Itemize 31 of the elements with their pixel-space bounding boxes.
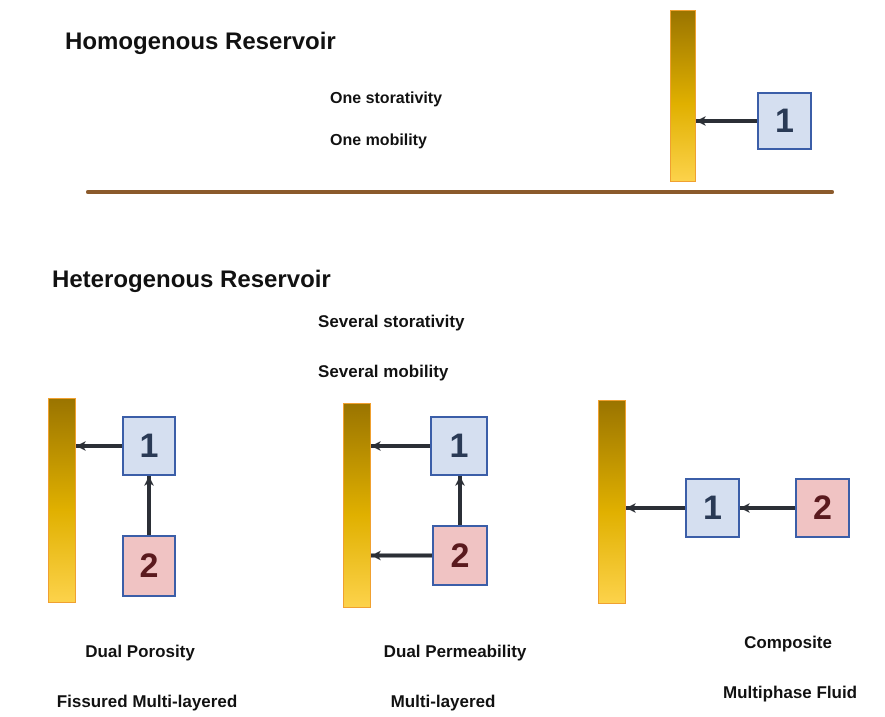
arrow	[740, 503, 795, 513]
arrow	[144, 476, 154, 535]
property-text: Several mobility	[318, 362, 448, 382]
model-caption: Dual Porosity	[85, 642, 195, 662]
medium-2-box: 2	[795, 478, 850, 538]
wellbore-bar	[48, 398, 76, 603]
arrow	[455, 476, 465, 525]
wellbore-bar	[598, 400, 626, 604]
medium-1-box: 1	[122, 416, 176, 476]
medium-1-box: 1	[430, 416, 488, 476]
model-caption: Dual Permeability	[384, 642, 526, 662]
wellbore-bar	[343, 403, 371, 608]
section-heading: Heterogenous Reservoir	[52, 266, 331, 294]
model-caption: Multiphase Fluid	[722, 683, 858, 703]
model-caption: Fissured Multi-layered	[56, 692, 238, 712]
model-caption: Multi-layered	[390, 692, 496, 712]
property-text: One storativity	[330, 90, 442, 108]
arrow	[371, 550, 432, 560]
arrow	[696, 116, 757, 126]
arrow	[76, 441, 122, 451]
property-text: One mobility	[330, 132, 427, 150]
arrow	[371, 441, 430, 451]
medium-1-box: 1	[685, 478, 740, 538]
property-text: Several storativity	[318, 312, 464, 332]
medium-2-box: 2	[432, 525, 488, 586]
medium-2-box: 2	[122, 535, 176, 597]
arrow	[626, 503, 685, 513]
model-caption: Composite	[744, 633, 832, 653]
section-heading: Homogenous Reservoir	[65, 28, 336, 56]
wellbore-bar	[670, 10, 696, 182]
medium-1-box: 1	[757, 92, 812, 150]
